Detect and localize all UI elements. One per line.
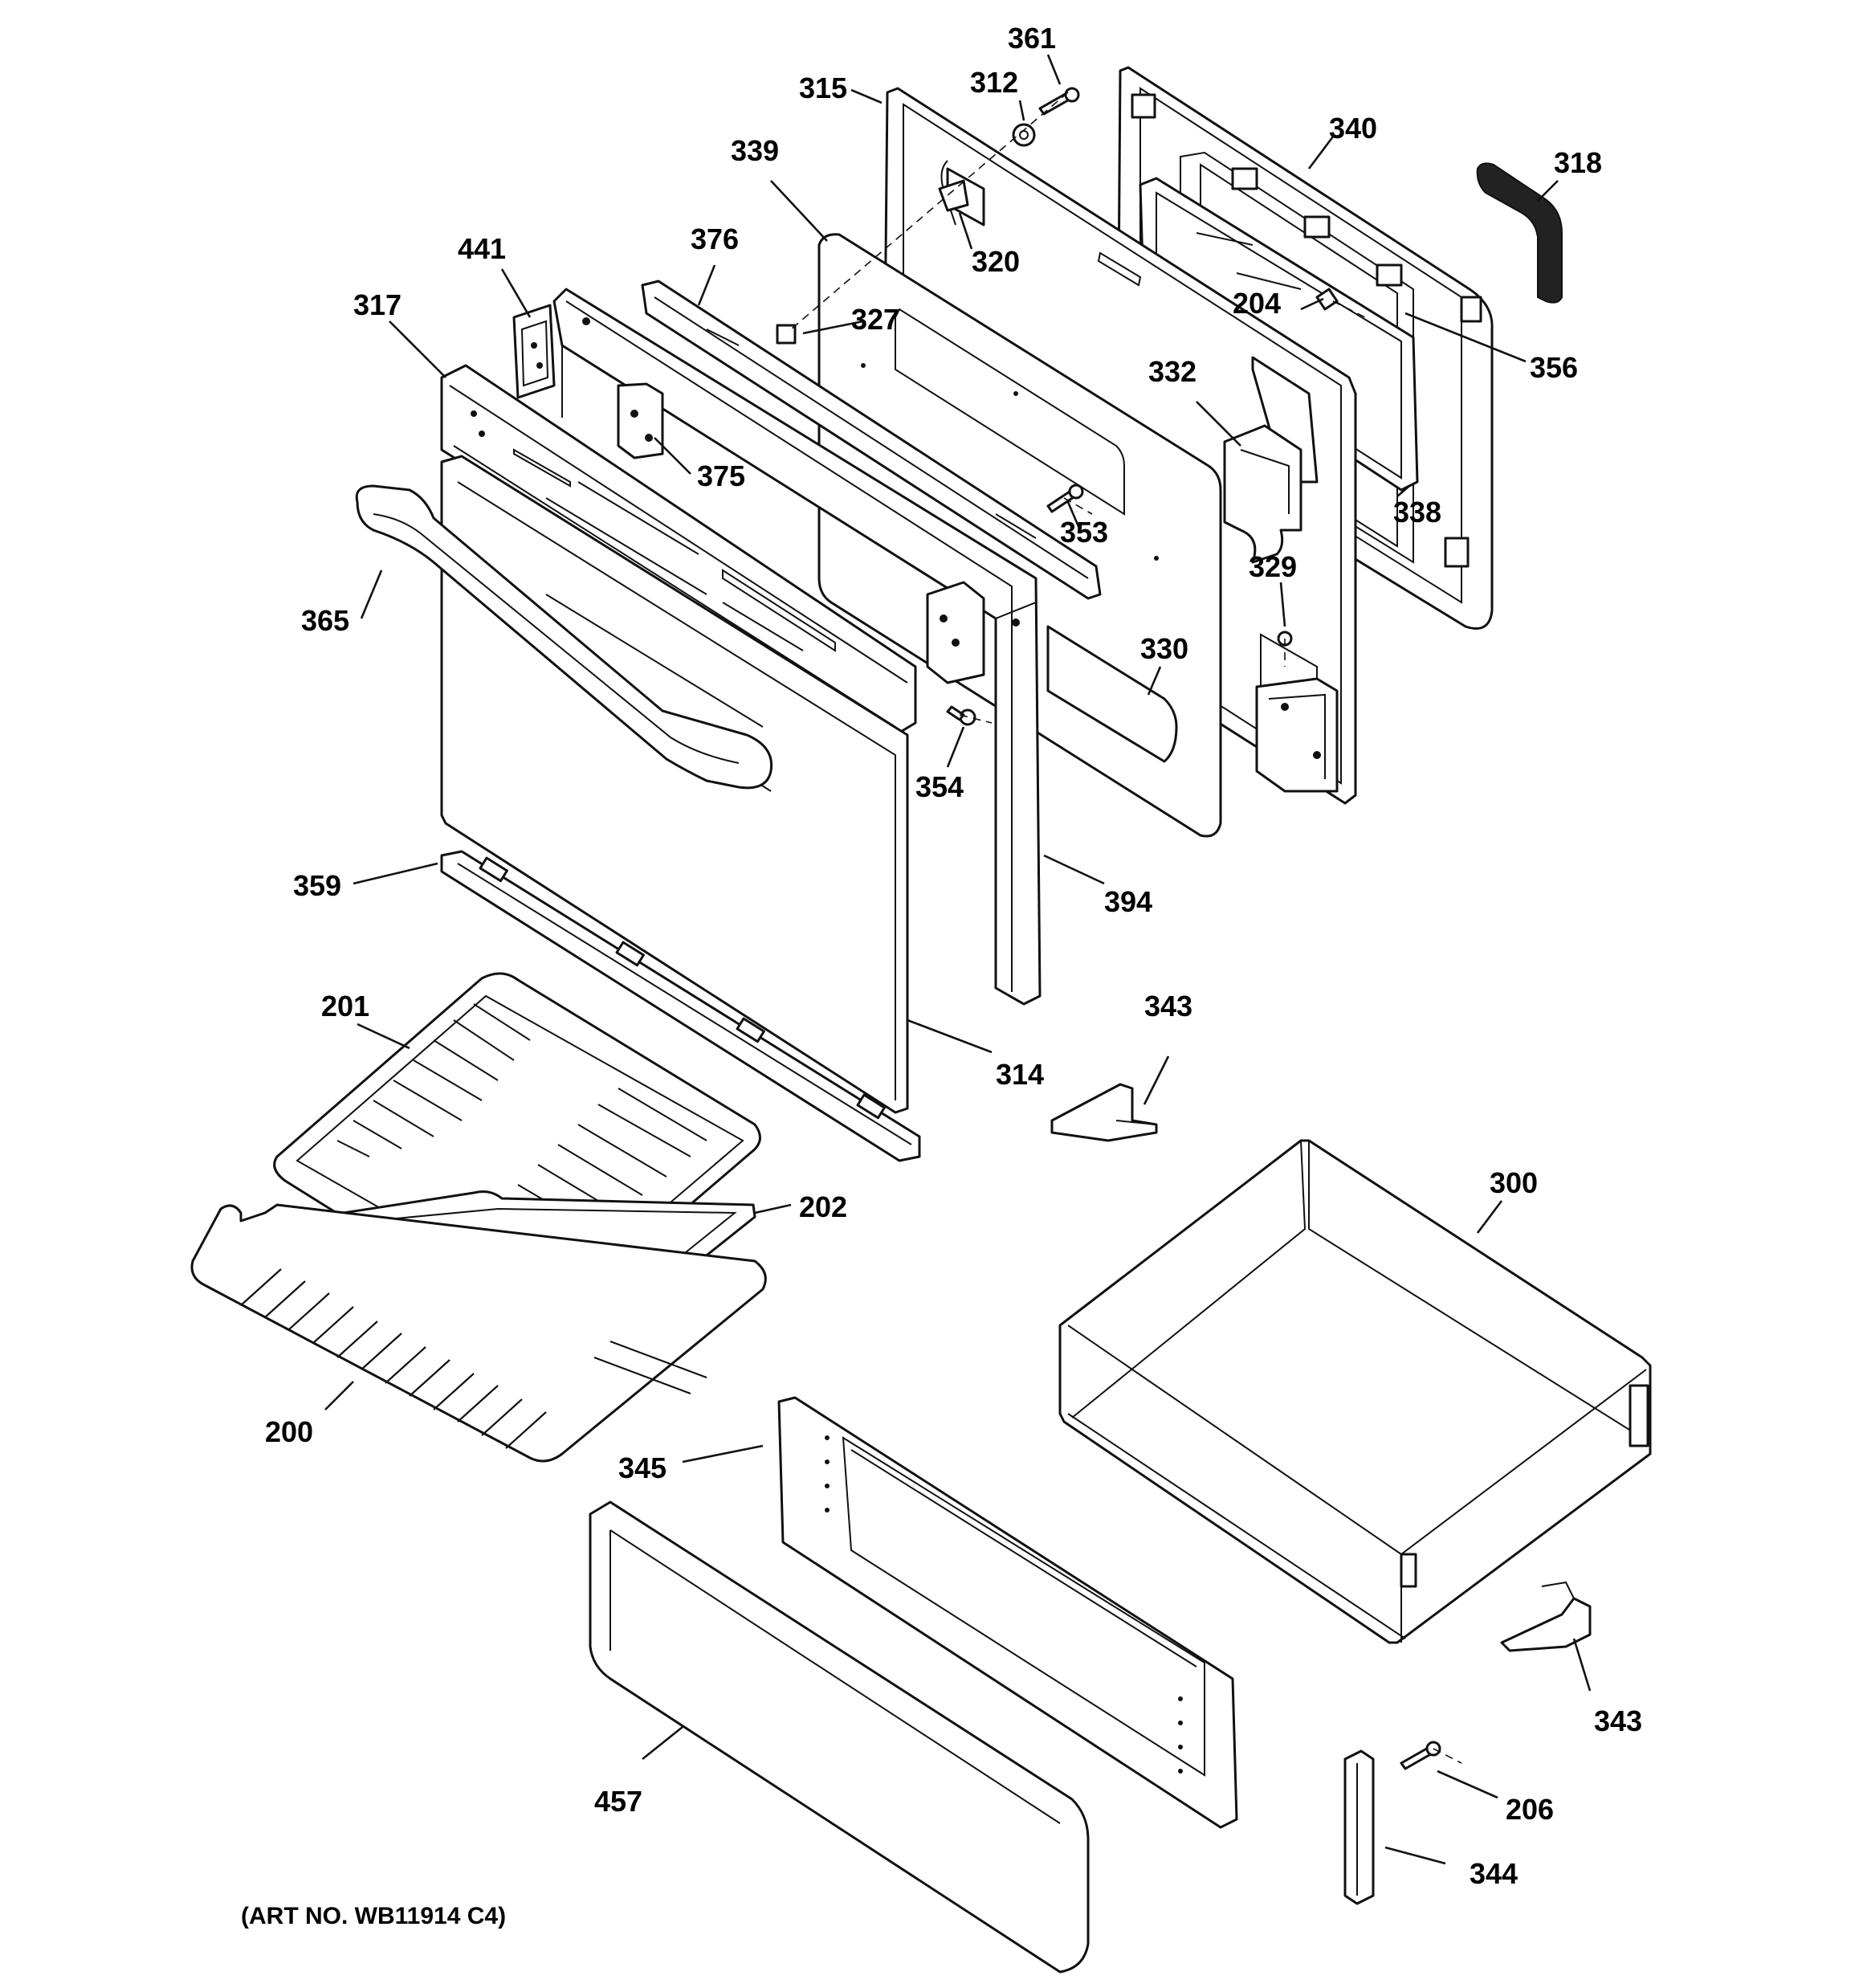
callout-365: 365 [301,604,349,637]
callout-441: 441 [458,232,506,265]
callout-labels: 361 312 315 340 318 339 320 376 441 327 … [265,22,1642,1890]
callout-343-bottom: 343 [1594,1704,1642,1737]
callout-318: 318 [1554,146,1602,179]
callout-327: 327 [851,303,899,336]
art-number: (ART NO. WB11914 C4) [241,1903,506,1929]
outer-door-panel [440,455,909,1114]
door-bottom-trim [440,850,921,1162]
callout-317: 317 [353,288,402,321]
callout-359: 359 [293,869,341,902]
callout-340: 340 [1329,112,1377,145]
callout-339: 339 [731,134,779,167]
callout-202: 202 [799,1190,847,1223]
callout-353: 353 [1060,516,1108,549]
callout-361: 361 [1008,22,1056,55]
drawer-glide-left [1050,1083,1158,1142]
callout-343-top: 343 [1144,990,1192,1023]
callout-457: 457 [594,1785,642,1818]
hinge-bracket-center [617,382,664,459]
callout-320: 320 [972,245,1020,278]
drawer-glide-right [1500,1581,1592,1652]
drawer-front-panel [589,1500,1090,1974]
callout-204: 204 [1233,287,1281,320]
callout-338: 338 [1393,496,1441,529]
callout-200: 200 [265,1415,313,1448]
door-gasket [1476,162,1563,304]
callout-354: 354 [915,770,964,803]
door-frame [552,288,1042,1006]
callout-315: 315 [799,71,847,104]
callout-201: 201 [321,990,369,1023]
callout-345: 345 [618,1451,667,1484]
leader-lines [324,54,1592,1865]
callout-314: 314 [996,1058,1044,1091]
door-side-trim-top [641,280,1102,600]
callout-330: 330 [1140,632,1188,665]
callout-375: 375 [697,459,745,492]
callout-394: 394 [1104,885,1152,918]
assembly-lines [790,92,1462,1764]
drawer-inner-front [777,1396,1238,1829]
callout-312: 312 [970,66,1018,99]
vent-baffle [1223,424,1302,564]
fasteners [776,87,1441,1770]
callout-206: 206 [1506,1793,1554,1826]
lower-hinge-assembly [1255,677,1339,793]
callout-300: 300 [1490,1166,1538,1199]
oven-rack [190,1203,767,1463]
drawer-side-rail [1343,1749,1375,1905]
callout-344: 344 [1470,1857,1518,1890]
callout-332: 332 [1148,355,1196,388]
callout-356: 356 [1530,351,1578,384]
callout-376: 376 [691,222,739,255]
callout-329: 329 [1249,550,1297,583]
hinge-bracket-left [512,304,556,399]
hinge-bracket-right [926,581,985,684]
storage-drawer-box [1058,1139,1652,1644]
door-handle [355,484,773,790]
